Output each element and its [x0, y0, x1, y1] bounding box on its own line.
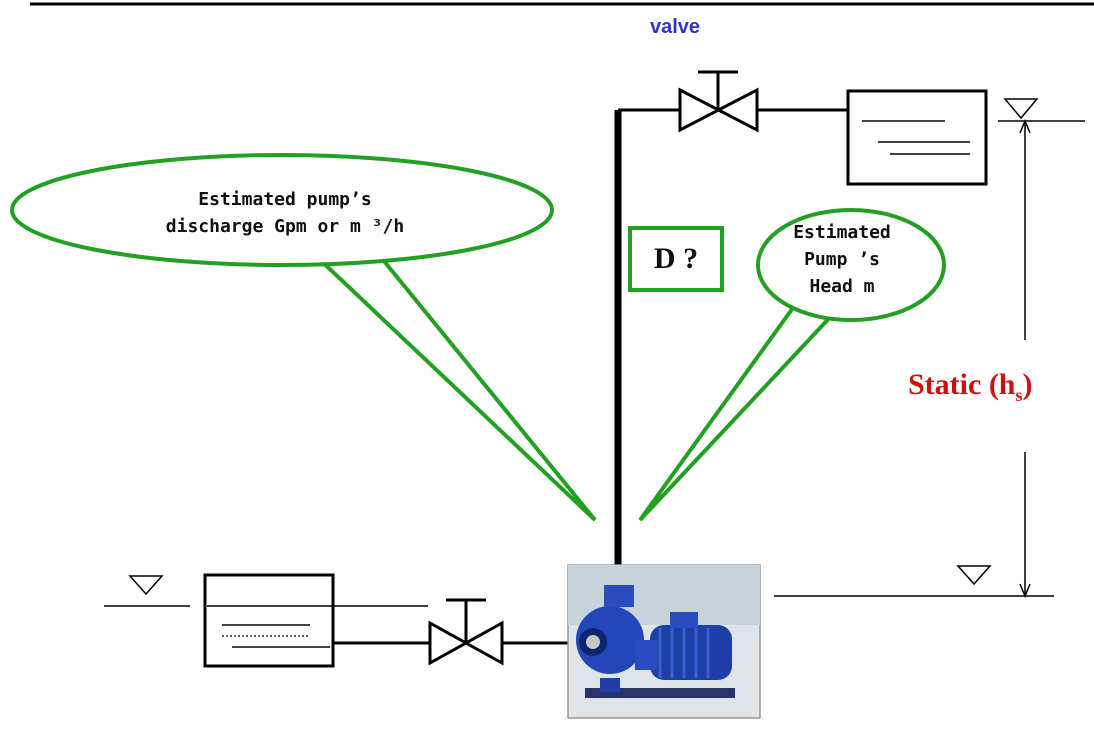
head-line-2: Pump ’s	[804, 249, 880, 270]
static-head-dimension	[1019, 119, 1031, 598]
lower-left-level-marker	[104, 575, 190, 607]
discharge-bubble-shape	[10, 153, 597, 522]
valve-label: valve	[650, 16, 701, 38]
diameter-box: D ?	[628, 226, 724, 292]
diameter-label: D ?	[653, 242, 699, 275]
discharge-line-1: Estimated pump’s	[198, 189, 372, 210]
static-main-text: Static (h	[908, 368, 1016, 401]
lower-tank	[203, 573, 428, 668]
top-valve-symbol	[678, 70, 759, 133]
discharge-line-2: discharge Gpm or m ³/h	[165, 216, 405, 237]
lower-right-level-marker	[774, 565, 1054, 597]
static-subscript: s	[1015, 385, 1023, 405]
static-close-paren: )	[1022, 368, 1033, 401]
head-bubble-text: Estimated Pump ’s Head m	[772, 219, 912, 300]
discharge-pipe	[614, 108, 848, 583]
head-bubble-shape	[638, 208, 946, 522]
head-line-1: Estimated	[793, 222, 891, 243]
upper-level-marker	[998, 98, 1085, 122]
discharge-bubble-text: Estimated pump’s discharge Gpm or m ³/h	[120, 186, 450, 240]
upper-tank	[846, 89, 988, 186]
lower-valve-symbol	[428, 598, 504, 666]
pump-image	[567, 564, 761, 719]
static-head-label: Static (hs)	[908, 368, 1033, 406]
head-line-3: Head m	[809, 276, 875, 297]
